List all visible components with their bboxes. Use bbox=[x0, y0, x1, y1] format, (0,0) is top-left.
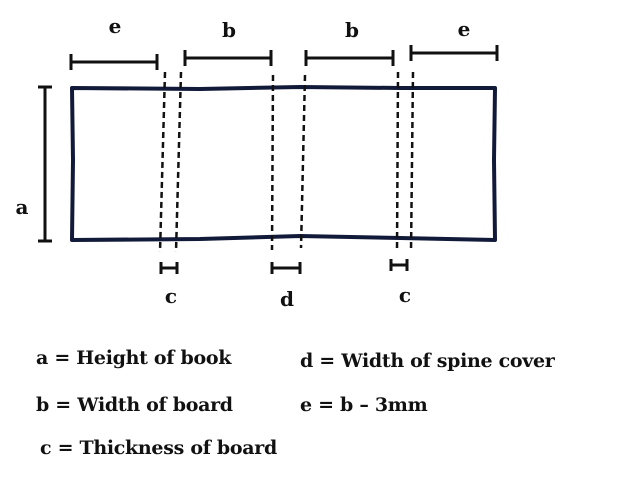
label-d: d bbox=[280, 287, 294, 311]
label-b-left: b bbox=[222, 18, 236, 42]
fold-line bbox=[270, 74, 275, 251]
dimension-d bbox=[270, 262, 302, 274]
legend-d: d = Width of spine cover bbox=[300, 350, 555, 372]
label-e-right: e bbox=[458, 17, 471, 41]
fold-line bbox=[158, 71, 167, 253]
dimension-c-right bbox=[389, 259, 409, 271]
dimension-b-left bbox=[183, 50, 273, 66]
label-c-left: c bbox=[165, 284, 177, 308]
legend-e: e = b – 3mm bbox=[300, 394, 428, 416]
fold-line bbox=[409, 71, 415, 253]
label-e-left: e bbox=[109, 14, 122, 38]
dimension-e-right bbox=[409, 45, 499, 61]
label-c-right: c bbox=[399, 283, 411, 307]
legend-a: a = Height of book bbox=[36, 347, 232, 369]
label-a: a bbox=[16, 195, 29, 219]
fold-line bbox=[395, 71, 400, 253]
cover-outline bbox=[70, 85, 497, 242]
dimension-e-left bbox=[69, 54, 159, 70]
fold-line bbox=[174, 71, 183, 253]
dimension-a bbox=[38, 85, 52, 243]
fold-line bbox=[299, 74, 307, 249]
label-b-right: b bbox=[345, 18, 359, 42]
legend-c: c = Thickness of board bbox=[40, 437, 277, 459]
legend-b: b = Width of board bbox=[36, 394, 233, 416]
dimension-b-right bbox=[304, 50, 395, 66]
dimension-c-left bbox=[159, 262, 179, 274]
